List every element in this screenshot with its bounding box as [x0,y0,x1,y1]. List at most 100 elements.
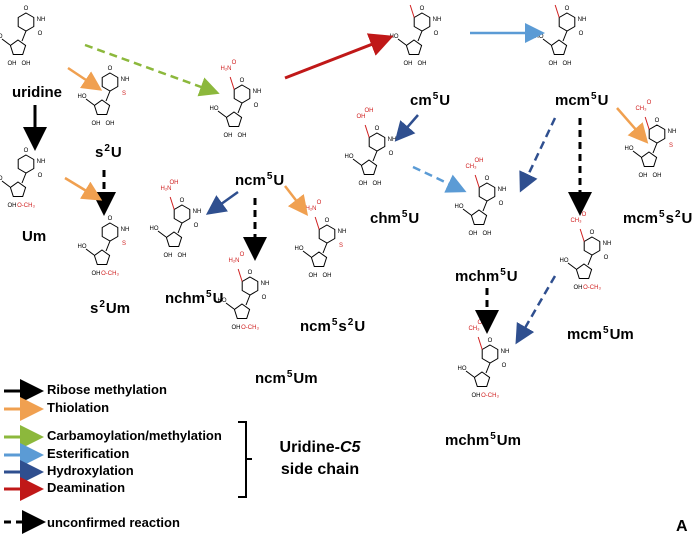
svg-text:NH: NH [603,241,612,247]
svg-text:HO: HO [535,34,544,40]
compound-label-mcm5s2u: mcm5s2U [623,209,693,227]
legend-deamination: Deamination [47,480,126,495]
svg-text:O: O [604,255,609,261]
svg-text:HO: HO [455,204,464,210]
svg-text:O: O [254,103,259,109]
svg-text:O: O [38,173,43,179]
svg-text:OH: OH [418,61,427,67]
svg-text:O: O [434,31,439,37]
svg-text:OH: OH [309,273,318,279]
svg-text:HO: HO [210,106,219,112]
svg-text:S: S [122,91,126,97]
svg-text:NH: NH [388,137,397,143]
arrow-cm5u-to-chm5u [394,114,419,142]
svg-text:O: O [502,363,507,369]
svg-text:NH: NH [261,281,270,287]
svg-text:O‑CH₃: O‑CH₃ [241,325,259,331]
svg-text:CH₃: CH₃ [465,164,477,170]
svg-text:O: O [325,218,330,224]
svg-text:OH: OH [164,253,173,259]
svg-text:OH: OH [563,61,572,67]
svg-text:O: O [375,126,380,132]
arrow-ncm5u-to-ncm5s2u [284,185,309,216]
svg-text:OH: OH [574,285,583,291]
svg-text:OH: OH [92,121,101,127]
svg-text:OH: OH [357,114,366,120]
svg-text:O‑CH₃: O‑CH₃ [481,393,499,399]
svg-text:OH: OH [224,133,233,139]
svg-text:O: O [38,31,43,37]
svg-text:CH₃: CH₃ [635,106,647,112]
svg-text:O: O [499,201,504,207]
svg-text:OH: OH [483,231,492,237]
compound-label-uridine: uridine [12,84,63,101]
svg-text:NH: NH [433,17,442,23]
svg-text:OH: OH [22,61,31,67]
svg-text:O: O [248,270,253,276]
svg-text:O: O [194,223,199,229]
svg-text:NH: NH [578,17,587,23]
svg-text:O: O [262,295,267,301]
legend-ribose-methylation: Ribose methylation [47,382,167,397]
group-label-uridine-c5: Uridine-C5 side chain [279,439,361,478]
compound-label-mcm5u: mcm5U [555,91,609,109]
arrow-uridine-to-s2u [67,66,103,91]
svg-text:H₂N: H₂N [161,186,172,192]
arrow-mcm5um-to-mchm5um [515,275,557,345]
svg-text:OH: OH [373,181,382,187]
svg-text:O: O [24,6,29,12]
svg-text:S: S [339,243,343,249]
svg-text:OH: OH [653,173,662,179]
svg-text:O: O [565,6,570,12]
compound-label-mcm5um: mcm5Um [567,325,634,343]
svg-text:O‑CH₃: O‑CH₃ [17,203,35,209]
svg-text:OH: OH [106,121,115,127]
svg-text:HO: HO [390,34,399,40]
svg-text:OH: OH [323,273,332,279]
legend-thiolation: Thiolation [47,400,110,415]
svg-text:O: O [180,198,185,204]
compound-label-s2u: s2U [95,143,122,161]
svg-text:OH: OH [178,253,187,259]
compound-label-s2um: s2Um [90,299,131,317]
svg-text:OH: OH [238,133,247,139]
group-bracket [238,421,252,498]
svg-text:O‑CH₃: O‑CH₃ [583,285,601,291]
svg-text:O: O [485,176,490,182]
compound-label-mchm5um: mchm5Um [445,431,521,449]
svg-text:OH: OH [639,173,648,179]
svg-text:H₂N: H₂N [229,258,240,264]
arrow-ncm5u-to-nchm5u [205,190,239,215]
svg-text:OH: OH [404,61,413,67]
svg-text:O: O [389,151,394,157]
svg-text:OH: OH [170,180,179,186]
compound-label-ncm5s2u: ncm5s2U [300,317,366,335]
svg-text:O: O [24,148,29,154]
svg-text:O: O [582,212,587,218]
compound-label-um: Um [22,228,47,245]
svg-text:OH: OH [232,325,241,331]
compound-label-cm5u: cm5U [410,91,451,109]
svg-text:O: O [647,100,652,106]
svg-text:OH: OH [549,61,558,67]
svg-text:OH: OH [478,320,487,326]
svg-text:O: O [488,338,493,344]
svg-text:NH: NH [668,129,677,135]
legend-unconfirmed: unconfirmed reaction [47,515,180,530]
arrow-mcm5u-to-mcm5s2u [616,107,649,144]
svg-text:OH: OH [8,61,17,67]
svg-text:NH: NH [253,89,262,95]
compound-label-nchm5u: nchm5U [165,289,224,307]
svg-text:HO: HO [625,146,634,152]
svg-text:NH: NH [501,349,510,355]
